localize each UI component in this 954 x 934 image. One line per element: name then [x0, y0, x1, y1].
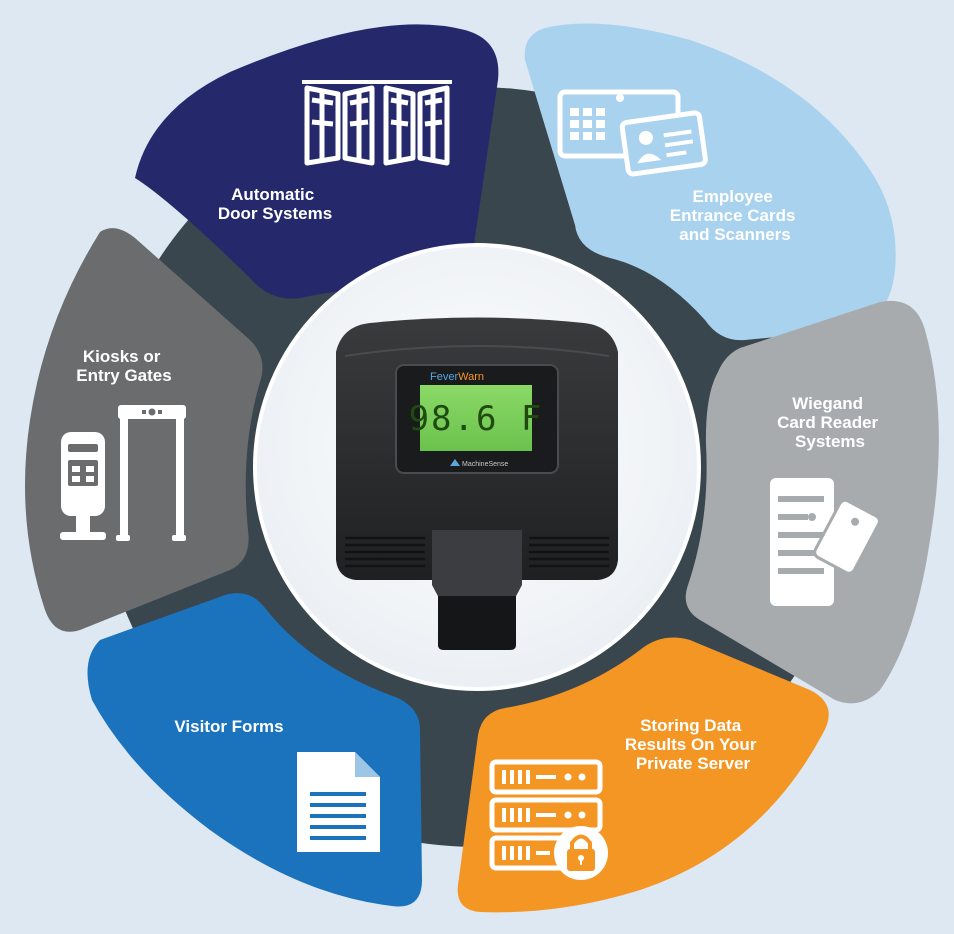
label-kiosks: Kiosks or Entry Gates: [76, 347, 171, 385]
document-icon: [297, 752, 380, 852]
card-scanner-icon: [557, 89, 708, 177]
label-automatic-doors: Automatic Door Systems: [218, 185, 332, 223]
brand-logo: FeverWarn: [430, 371, 484, 383]
maker-logo: MachineSense: [462, 461, 508, 468]
label-visitor-forms: Visitor Forms: [174, 717, 283, 736]
sensor-housing: [432, 530, 522, 600]
temperature-reading: 98.6 F: [409, 399, 544, 439]
label-employee-cards: Employee Entrance Cards and Scanners: [670, 187, 800, 244]
label-wiegand: Wiegand Card Reader Systems: [777, 394, 883, 451]
feverwarn-device: FeverWarn 98.6 F MachineSense: [336, 317, 618, 650]
automatic-door-icon: [302, 80, 452, 166]
segment-employee-cards: [524, 23, 896, 341]
vent-left: [345, 536, 425, 568]
card-reader-icon: [770, 478, 881, 606]
segment-labels: Automatic Door Systems Employee Entrance…: [76, 185, 883, 773]
label-storing-data: Storing Data Results On Your Private Ser…: [625, 716, 761, 773]
segment-storing-data: [457, 637, 829, 913]
lcd-screen: [420, 385, 532, 451]
kiosk-gate-icon: [60, 405, 186, 541]
server-lock-icon: [489, 759, 608, 880]
vent-right: [529, 536, 609, 568]
sensor-nozzle: [438, 596, 516, 650]
